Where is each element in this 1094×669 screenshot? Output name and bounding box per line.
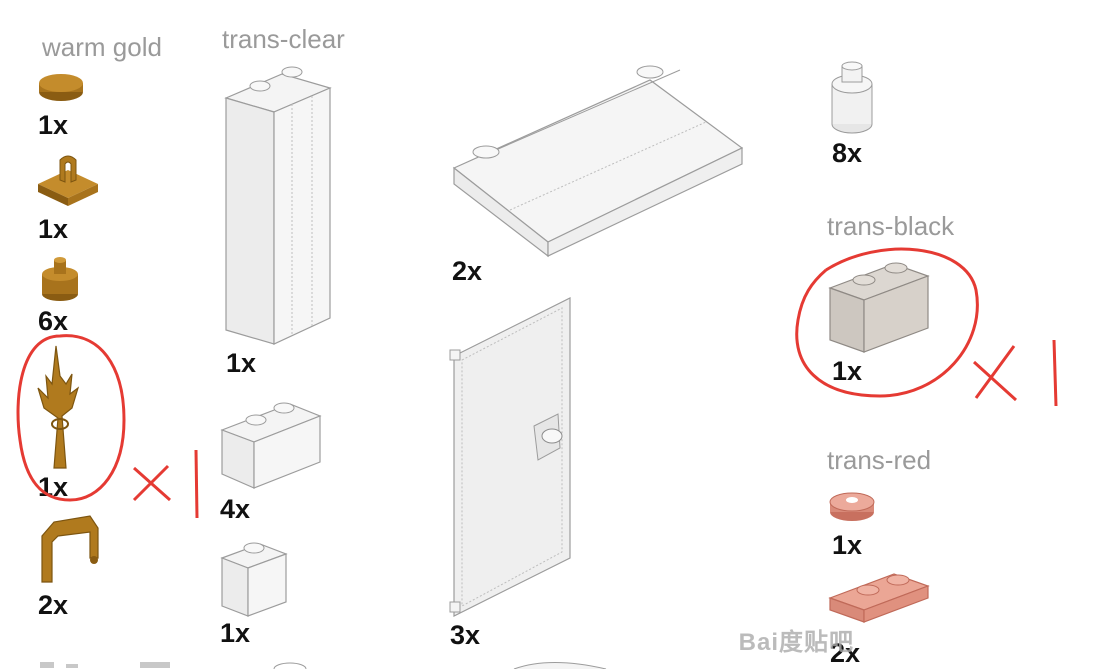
clear-brick-1x2-qty: 4x (220, 494, 251, 524)
gold-clip-tile-qty: 1x (38, 214, 69, 244)
clear-slope-wedge-image (452, 65, 744, 258)
tally-mark-spike (194, 449, 199, 519)
black-brick-1x2-qty: 1x (832, 356, 863, 386)
clear-brick-1x1-qty: 1x (220, 618, 251, 648)
clear-tall-pillar-image (224, 66, 332, 345)
partial-part-fragment-2 (513, 662, 607, 669)
clear-brick-1x2-image (220, 402, 322, 489)
red-round-plate-qty: 1x (832, 530, 863, 560)
clear-brick-1x1-image (220, 542, 288, 617)
gold-round-plate-image (39, 74, 83, 101)
gold-round-plate-qty: 1x (38, 110, 69, 140)
clear-tall-pillar-qty: 1x (226, 348, 257, 378)
clear-round-brick-image (831, 61, 873, 134)
gold-round-brick-qty: 6x (38, 306, 69, 336)
gold-clip-tile-image (38, 155, 98, 206)
red-round-plate-image (829, 492, 875, 521)
clear-door-panel-image (449, 297, 571, 617)
gold-spike-qty: 1x (38, 472, 69, 502)
gold-handle-bar-qty: 2x (38, 590, 69, 620)
clear-slope-wedge-qty: 2x (452, 256, 483, 286)
category-trans-clear: trans-clear (222, 24, 345, 54)
category-trans-red: trans-red (827, 445, 932, 475)
category-warm-gold: warm gold (42, 32, 162, 62)
clear-door-panel-qty: 3x (450, 620, 481, 650)
gold-handle-bar-image (41, 515, 99, 583)
category-trans-black: trans-black (827, 211, 955, 241)
partial-label-fragment (40, 662, 170, 668)
partial-part-fragment (273, 662, 307, 669)
cross-mark-spike (132, 464, 171, 502)
cross-mark-black-brick (972, 345, 1018, 402)
tally-mark-black-brick (1052, 339, 1058, 407)
watermark-logo: Bai度贴吧 (738, 629, 854, 656)
red-plate-1x2-qty: 2x (830, 638, 861, 668)
clear-round-brick-qty: 8x (832, 138, 863, 168)
gold-round-brick-image (42, 257, 78, 301)
black-brick-1x2-image (828, 262, 930, 353)
gold-spike-image (37, 345, 80, 469)
red-plate-1x2-image (828, 573, 930, 623)
